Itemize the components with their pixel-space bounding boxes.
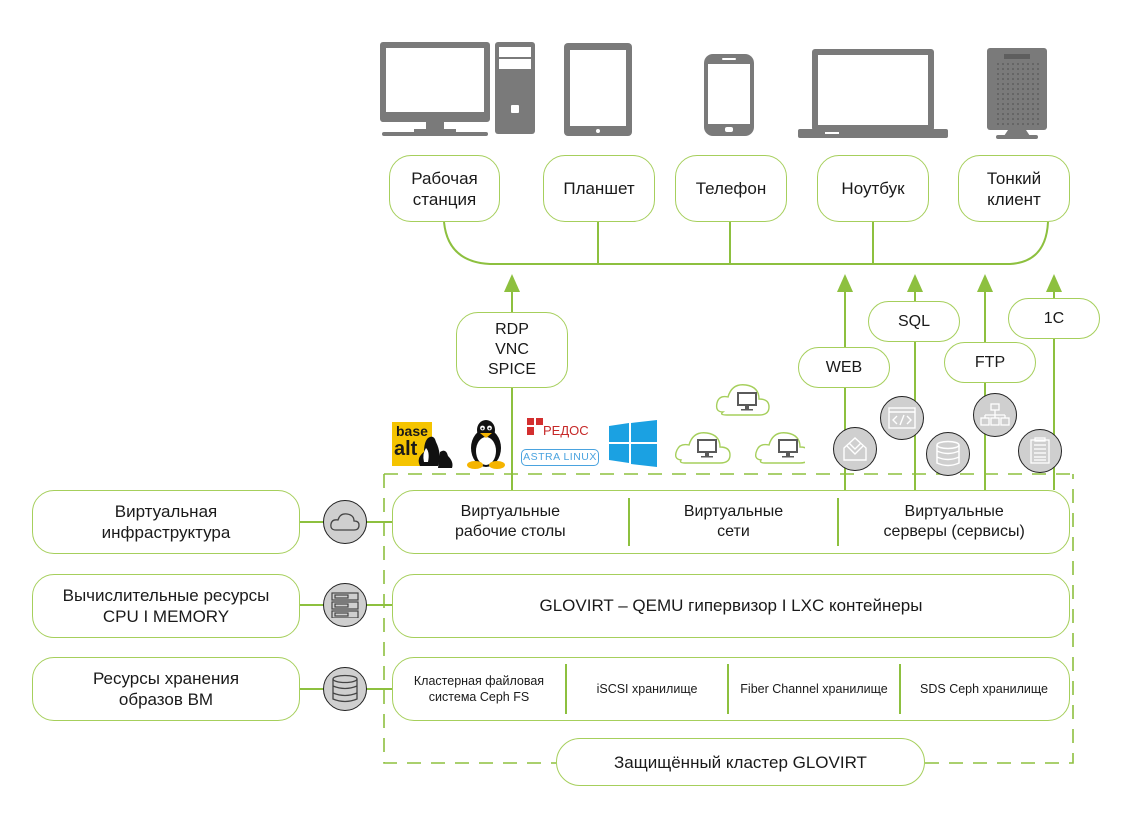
service-sql[interactable]: SQL [868, 301, 960, 342]
desktop-pc-icon [380, 42, 535, 136]
virtual-layer-row: Виртуальные рабочие столы Виртуальные се… [392, 490, 1070, 554]
cloud-icon [323, 500, 367, 544]
database-icon [926, 432, 970, 476]
hypervisor-layer-row: GLOVIRT – QEMU гипервизор I LXC контейне… [392, 574, 1070, 638]
segment-divider [565, 664, 567, 714]
code-window-icon [880, 396, 924, 440]
smartphone-icon [704, 54, 754, 136]
basealt-logo-text2: alt [394, 438, 418, 460]
network-hierarchy-icon [973, 393, 1017, 437]
database-storage-icon [323, 667, 367, 711]
mail-envelope-icon [833, 427, 877, 471]
segment-iscsi[interactable]: iSCSI хранилище [596, 682, 698, 696]
device-laptop[interactable]: Ноутбук [817, 155, 929, 222]
device-tablet[interactable]: Планшет [543, 155, 655, 222]
segment-divider [899, 664, 901, 714]
astra-linux-logo: ASTRA LINUX [521, 449, 599, 466]
device-phone[interactable]: Телефон [675, 155, 787, 222]
document-list-icon [1018, 429, 1062, 473]
cluster-label: Защищённый кластер GLOVIRT [556, 738, 925, 786]
segment-divider [627, 498, 630, 546]
virtual-desktop-clouds [675, 384, 805, 464]
segment-virtual-desktops[interactable]: Виртуальные рабочие столы [455, 503, 566, 540]
segment-virtual-servers[interactable]: Виртуальные серверы (сервисы) [883, 503, 1025, 540]
thin-client-icon [987, 48, 1047, 139]
layer-label-compute-resources: Вычислительные ресурсы CPU I MEMORY [32, 574, 300, 638]
basealt-penguins-icon [418, 436, 453, 468]
segment-ceph-fs[interactable]: Кластерная файловая система Ceph FS [413, 674, 545, 704]
storage-layer-row: Кластерная файловая система Ceph FS iSCS… [392, 657, 1070, 721]
device-workstation[interactable]: Рабочая станция [389, 155, 500, 222]
device-thin-client[interactable]: Тонкий клиент [958, 155, 1070, 222]
service-1c[interactable]: 1C [1008, 298, 1100, 339]
laptop-icon [798, 49, 948, 138]
basealt-logo-text1: base [396, 423, 428, 439]
server-rack-icon [323, 583, 367, 627]
layer-label-virtual-infrastructure: Виртуальная инфраструктура [32, 490, 300, 554]
segment-divider [837, 498, 840, 546]
device-bus-line [443, 221, 1049, 265]
layer-label-storage-resources: Ресурсы хранения образов ВМ [32, 657, 300, 721]
cluster-frame [383, 473, 1074, 764]
segment-sds-ceph[interactable]: SDS Ceph хранилище [920, 682, 1048, 696]
redos-logo-icon [527, 418, 543, 435]
service-ftp[interactable]: FTP [944, 342, 1036, 383]
segment-fiber-channel[interactable]: Fiber Channel хранилище [740, 682, 888, 696]
segment-divider [727, 664, 729, 714]
remote-desktop-protocols: RDP VNC SPICE [456, 312, 568, 388]
redos-logo-text: РЕДОС [543, 423, 589, 438]
tux-penguin-icon [467, 420, 505, 469]
windows-logo-icon [609, 420, 657, 467]
segment-virtual-networks[interactable]: Виртуальные сети [683, 503, 784, 540]
tablet-icon [564, 43, 632, 136]
service-web[interactable]: WEB [798, 347, 890, 388]
segment-hypervisor[interactable]: GLOVIRT – QEMU гипервизор I LXC контейне… [539, 596, 923, 615]
